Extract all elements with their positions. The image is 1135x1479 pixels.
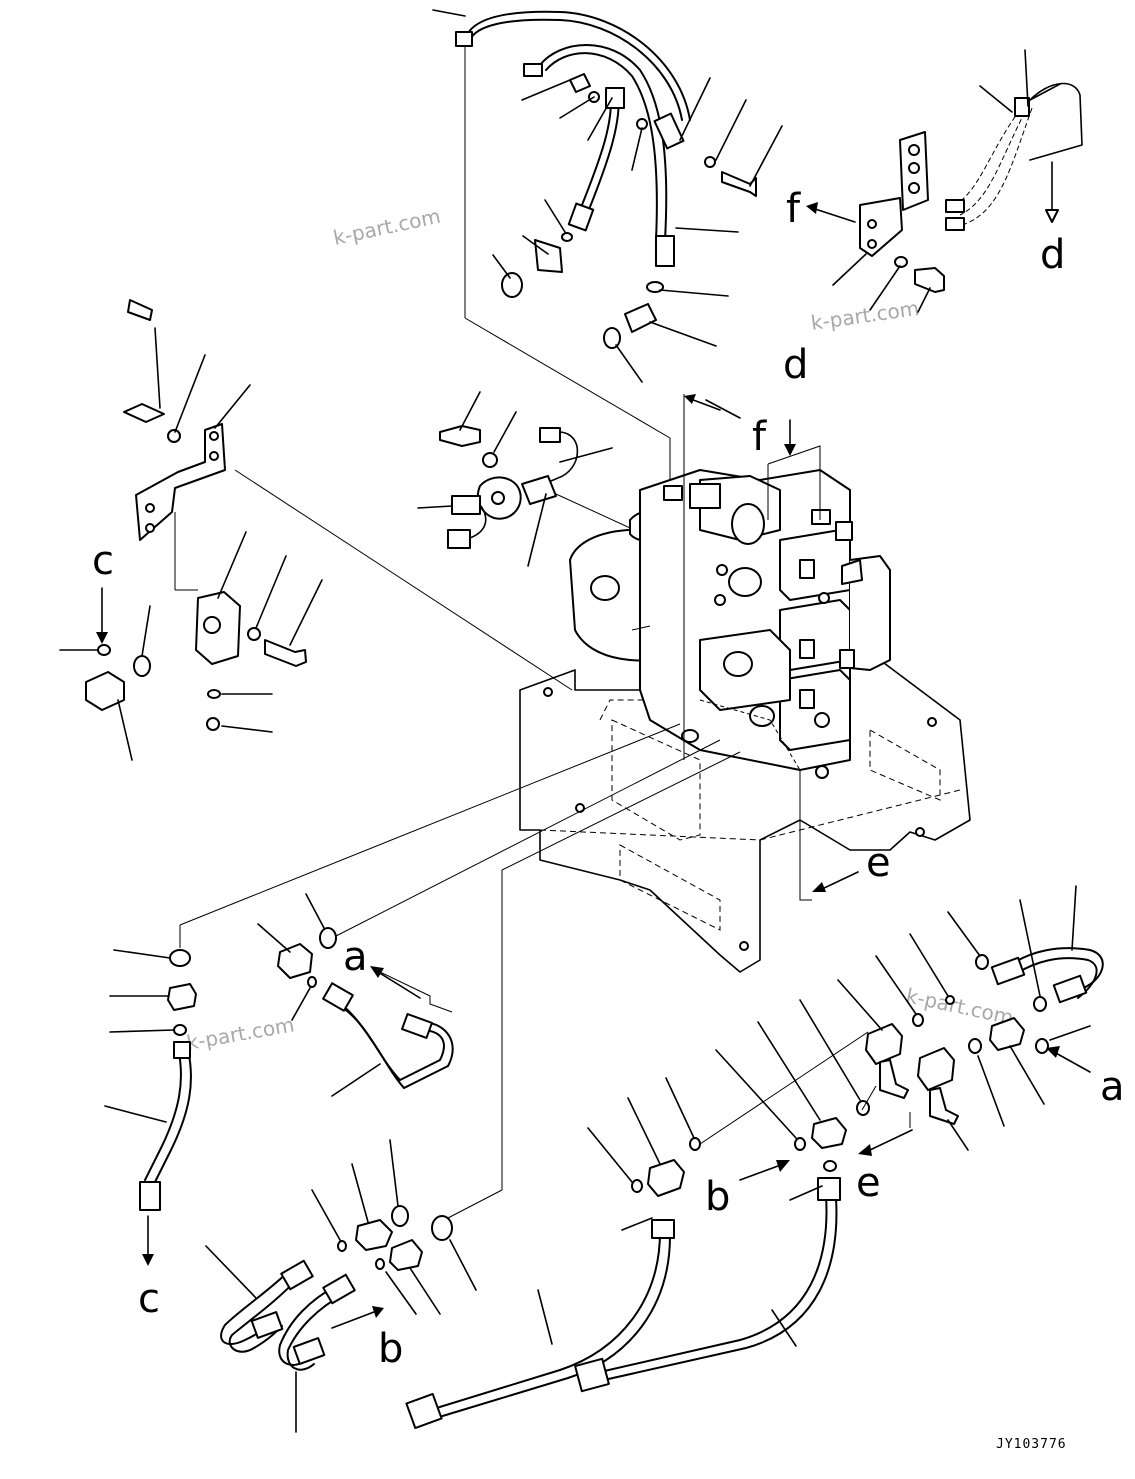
callout-e-mid: e	[866, 840, 891, 886]
bottom-long-hoses	[405, 1177, 841, 1430]
watermark: k-part.com	[185, 1012, 296, 1055]
top-hose-assembly	[432, 9, 783, 486]
callout-b-bottom: b	[378, 1326, 403, 1372]
left-bracket-assembly	[59, 299, 573, 761]
callout-f-top: f	[786, 186, 801, 232]
callout-c-top: c	[92, 538, 114, 584]
callout-f-mid: f	[752, 414, 767, 460]
callout-b-mid: b	[705, 1174, 730, 1220]
callout-a-mid: a	[343, 934, 368, 980]
watermark: k-part.com	[809, 296, 920, 335]
callout-d-mid: d	[783, 342, 808, 388]
bottom-left-fittings	[205, 751, 741, 1433]
right-lower-fittings	[587, 885, 1104, 1197]
watermark: k-part.com	[331, 204, 443, 250]
callout-e-low: e	[856, 1160, 881, 1206]
top-right-bracket-assembly	[806, 49, 1083, 313]
callout-c-bottom: c	[138, 1276, 160, 1322]
callout-d-top: d	[1040, 232, 1065, 278]
left-lower-fittings	[104, 723, 721, 1266]
drawing-code: JY103776	[996, 1437, 1067, 1452]
callout-a-right: a	[1100, 1064, 1125, 1110]
main-valve-frame	[519, 394, 971, 973]
